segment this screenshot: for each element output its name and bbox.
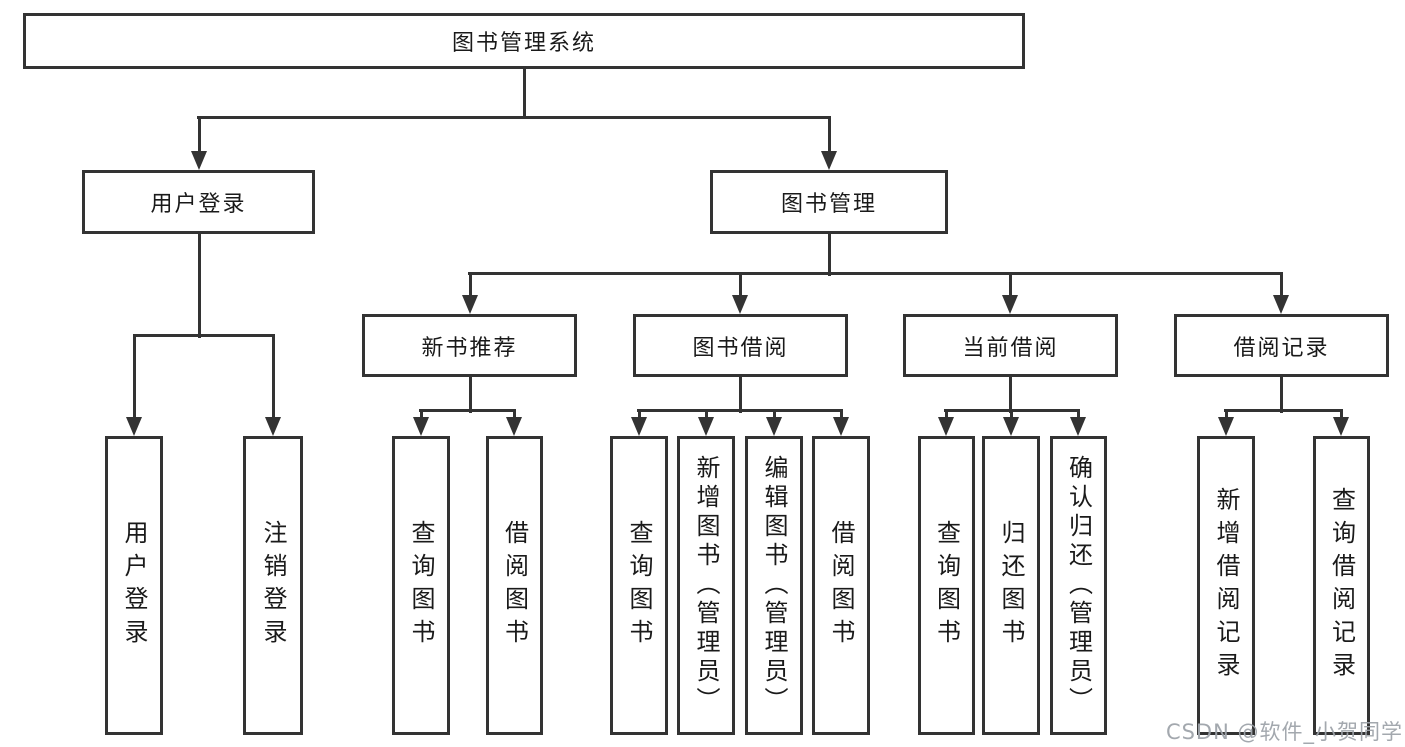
connector-stem (469, 377, 472, 413)
node-current-borrowing: 当前借阅 (903, 314, 1118, 377)
leaf-borrow-books-2: 借阅图书 (812, 436, 870, 735)
arrow-down-icon (1070, 417, 1086, 436)
arrow-down-icon (126, 417, 142, 436)
arrow-down-icon (191, 151, 207, 170)
connector-stem (1009, 377, 1012, 413)
connector-drop (1280, 273, 1283, 297)
arrow-down-icon (506, 417, 522, 436)
node-label: 图书借阅 (692, 335, 789, 361)
connector-branch (133, 334, 275, 337)
arrow-down-icon (462, 295, 478, 314)
connector-branch (637, 409, 843, 412)
leaf-borrow-books-1: 借阅图书 (486, 436, 543, 735)
connector-stem (198, 234, 201, 338)
connector-drop (1077, 410, 1080, 419)
connector-drop (1340, 410, 1343, 419)
connector-drop (272, 335, 275, 419)
node-new-book-recommend: 新书推荐 (362, 314, 577, 377)
connector-drop (840, 410, 843, 419)
connector-drop (705, 410, 708, 419)
arrow-down-icon (631, 417, 647, 436)
leaf-add-books-admin: 新增图书（管理员） (677, 436, 735, 735)
node-label: 注销登录 (259, 519, 287, 652)
arrow-down-icon (1273, 295, 1289, 314)
arrow-down-icon (821, 151, 837, 170)
node-label: 借阅图书 (500, 519, 529, 652)
node-label: 查询借阅记录 (1327, 486, 1356, 685)
node-label: 查询图书 (407, 519, 435, 652)
node-label: 图书管理 (780, 192, 877, 217)
connector-drop (638, 410, 641, 419)
arrow-down-icon (413, 417, 429, 436)
node-label: 借阅图书 (827, 519, 855, 652)
arrow-down-icon (766, 417, 782, 436)
node-label: 当前借阅 (962, 335, 1059, 361)
node-label: 用户登录 (120, 519, 148, 652)
connector-branch (468, 272, 1283, 275)
leaf-confirm-return-admin: 确认归还（管理员） (1050, 436, 1107, 735)
connector-branch (197, 116, 831, 119)
leaf-add-borrow-record: 新增借阅记录 (1197, 436, 1255, 735)
leaf-return-books: 归还图书 (982, 436, 1040, 735)
node-label: 归还图书 (997, 519, 1025, 652)
connector-drop (513, 410, 516, 419)
arrow-down-icon (1333, 417, 1349, 436)
node-label: 用户登录 (150, 192, 247, 217)
node-borrowing-records: 借阅记录 (1174, 314, 1389, 377)
connector-drop (739, 273, 742, 297)
connector-branch (1224, 409, 1343, 412)
node-label: 查询图书 (625, 519, 653, 652)
node-label: 新增图书（管理员） (692, 455, 720, 716)
connector-drop (773, 410, 776, 419)
connector-drop (945, 410, 948, 419)
connector-drop (1225, 410, 1228, 419)
node-label: 借阅记录 (1233, 335, 1330, 361)
node-label: 确认归还（管理员） (1064, 455, 1093, 716)
node-book-management-system: 图书管理系统 (23, 13, 1025, 69)
node-label: 新增借阅记录 (1212, 486, 1240, 685)
node-label: 编辑图书（管理员） (760, 455, 788, 716)
arrow-down-icon (732, 295, 748, 314)
leaf-user-login: 用户登录 (105, 436, 163, 735)
arrow-down-icon (1218, 417, 1234, 436)
arrow-down-icon (833, 417, 849, 436)
leaf-query-books-3: 查询图书 (918, 436, 975, 735)
arrow-down-icon (938, 417, 954, 436)
csdn-watermark: CSDN @软件_小贺同学 (1165, 720, 1403, 744)
node-label: 查询图书 (932, 519, 961, 652)
connector-branch (419, 409, 516, 412)
connector-drop (1009, 273, 1012, 297)
connector-stem (739, 377, 742, 413)
connector-drop (469, 273, 472, 297)
arrow-down-icon (698, 417, 714, 436)
connector-drop (828, 117, 831, 153)
connector-drop (198, 117, 201, 153)
leaf-query-books-2: 查询图书 (610, 436, 668, 735)
connector-stem (828, 234, 831, 276)
node-book-management: 图书管理 (710, 170, 948, 234)
arrow-down-icon (1002, 295, 1018, 314)
node-label: 新书推荐 (421, 335, 518, 361)
node-label: 图书管理系统 (451, 31, 596, 56)
connector-drop (1010, 410, 1013, 419)
connector-drop (420, 410, 423, 419)
node-book-borrowing: 图书借阅 (633, 314, 848, 377)
connector-drop (133, 335, 136, 419)
leaf-logout: 注销登录 (243, 436, 303, 735)
connector-stem (1280, 377, 1283, 413)
leaf-edit-books-admin: 编辑图书（管理员） (745, 436, 803, 735)
leaf-query-books-1: 查询图书 (392, 436, 450, 735)
connector-stem (523, 68, 526, 119)
arrow-down-icon (265, 417, 281, 436)
arrow-down-icon (1003, 417, 1019, 436)
leaf-query-borrow-record: 查询借阅记录 (1313, 436, 1370, 735)
node-user-login: 用户登录 (82, 170, 315, 234)
